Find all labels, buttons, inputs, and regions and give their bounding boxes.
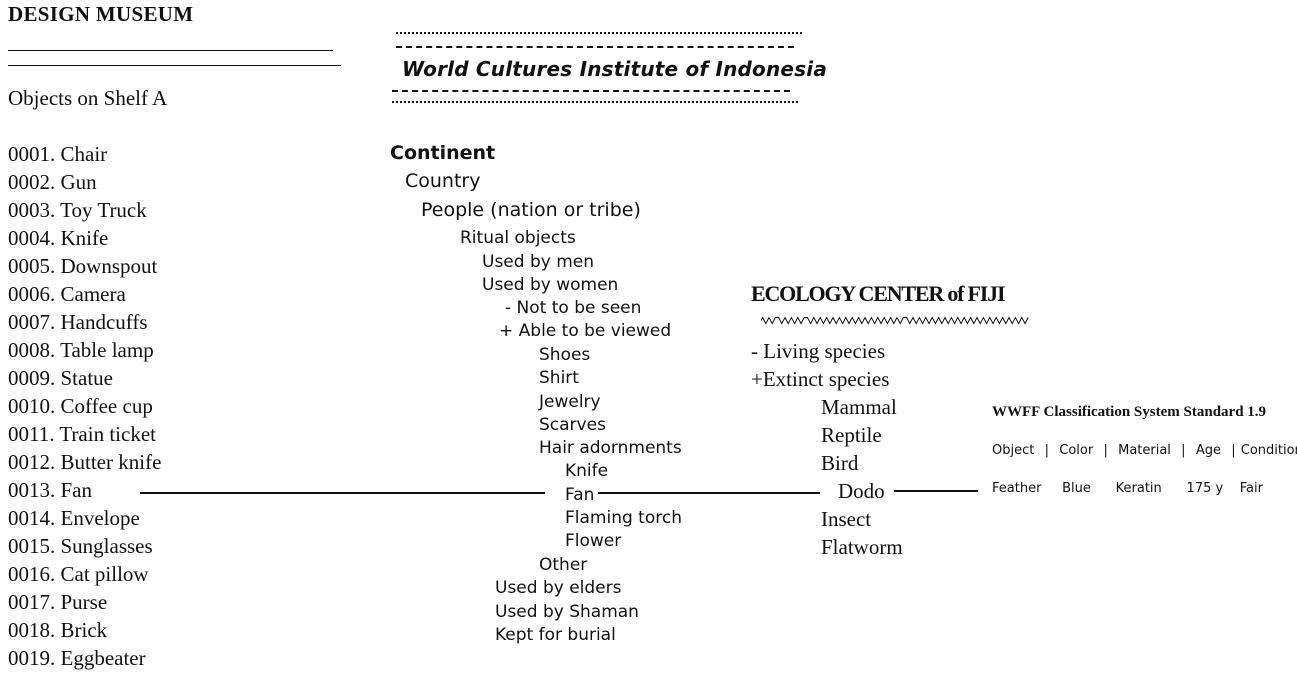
node-people: People (nation or tribe) [421,199,641,221]
node-mammal: Mammal [821,395,897,419]
wwff-header-row: Object | Color | Material | Age | Condit… [992,443,1297,458]
list-item: 0011. Train ticket [8,422,156,446]
node-fan: Fan [565,485,595,505]
list-item: 0005. Downspout [8,254,158,278]
node-extinct-species: +Extinct species [751,367,890,391]
node-jewelry: Jewelry [539,392,601,412]
wwff-record-row: Feather Blue Keratin 175 y Fair [992,481,1263,496]
indonesia-dotted-rule-bottom [392,101,798,103]
design-museum-subtitle: Objects on Shelf A [8,86,168,110]
node-used-by-men: Used by men [482,252,595,272]
list-item: 0002. Gun [8,170,97,194]
list-item: 0009. Statue [8,366,113,390]
list-item: 0019. Eggbeater [8,646,146,670]
node-used-by-women: Used by women [482,275,619,295]
list-item: 0003. Toy Truck [8,198,147,222]
list-item: 0006. Camera [8,282,126,306]
list-item: 0012. Butter knife [8,450,162,474]
node-continent: Continent [390,142,496,164]
design-museum-rule-2 [8,65,341,66]
list-item: 0007. Handcuffs [8,310,148,334]
node-not-to-be-seen: - Not to be seen [505,298,642,318]
node-bird: Bird [821,451,859,475]
list-item: 0008. Table lamp [8,338,154,362]
node-able-to-be-viewed: + Able to be viewed [499,321,672,341]
connector-fan-to-indonesia-fan [140,492,545,494]
list-item: 0018. Brick [8,618,108,642]
node-knife: Knife [565,461,609,481]
node-insect: Insect [821,507,872,531]
design-museum-title: DESIGN MUSEUM [8,2,194,26]
node-ritual-objects: Ritual objects [460,228,576,248]
node-reptile: Reptile [821,423,882,447]
node-used-by-shaman: Used by Shaman [495,602,639,622]
indonesia-dotted-rule-top [396,32,802,34]
connector-indonesia-fan-to-dodo [598,492,820,494]
list-item: 0010. Coffee cup [8,394,153,418]
indonesia-dashed-rule-bottom [392,90,790,92]
list-item: 0016. Cat pillow [8,562,149,586]
fiji-title: ECOLOGY CENTER of FIJI [751,281,1006,306]
node-flaming-torch: Flaming torch [565,508,682,528]
list-item: 0017. Purse [8,590,108,614]
node-living-species: - Living species [751,339,886,363]
node-used-by-elders: Used by elders [495,578,622,598]
design-museum-rule-1 [8,50,333,51]
node-flatworm: Flatworm [821,535,903,559]
list-item: 0001. Chair [8,142,108,166]
node-scarves: Scarves [539,415,606,435]
indonesia-title: World Cultures Institute of Indonesia [402,57,828,81]
list-item: 0015. Sunglasses [8,534,153,558]
list-item: 0014. Envelope [8,506,140,530]
connector-dodo-to-wwff-record [894,490,978,492]
indonesia-dashed-rule-top [396,46,794,48]
fiji-zigzag-rule [761,316,1029,325]
node-kept-for-burial: Kept for burial [495,625,616,645]
node-shirt: Shirt [539,368,579,388]
node-hair-adornments: Hair adornments [539,438,682,458]
list-item-fan: 0013. Fan [8,478,92,502]
node-shoes: Shoes [539,345,591,365]
list-item: 0004. Knife [8,226,109,250]
node-flower: Flower [565,531,622,551]
node-dodo: Dodo [838,479,885,503]
wwff-title: WWFF Classification System Standard 1.9 [992,404,1267,420]
node-other: Other [539,555,588,575]
node-country: Country [405,170,481,192]
